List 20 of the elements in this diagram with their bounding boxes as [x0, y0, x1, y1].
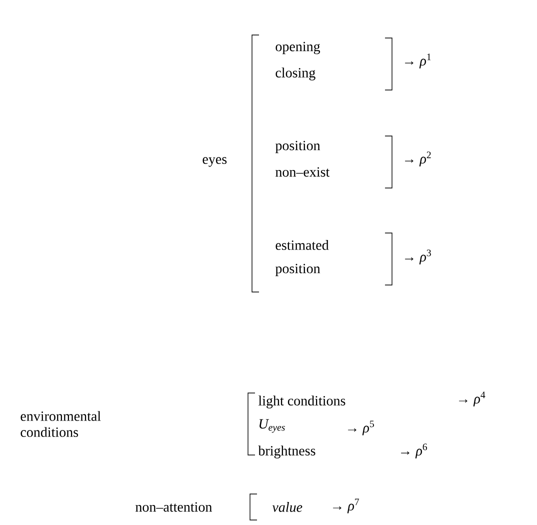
item-label: closing	[276, 68, 316, 80]
mapping-label: → ρ$^{5}$	[348, 420, 374, 436]
item-label: value	[272, 502, 302, 512]
mapping-label: → ρ$^{6}$	[401, 444, 428, 458]
item-label: opening	[276, 42, 320, 54]
category-label: environmental conditions	[20, 411, 101, 437]
mapping-label: → ρ$^{1}$	[405, 54, 431, 68]
mapping-label: → ρ$^{2}$	[405, 152, 431, 166]
item-label: brightness	[258, 446, 316, 458]
category-label: eyes	[202, 157, 227, 167]
mapping-label: → ρ$^{7}$	[333, 498, 360, 514]
item-label: position	[275, 264, 320, 276]
mapping-label: → ρ$^{4}$	[459, 392, 486, 406]
item-label: light conditions	[258, 396, 346, 408]
item-label: estimated	[276, 240, 329, 250]
item-label: non–exist	[276, 167, 330, 177]
item-label: position	[275, 140, 320, 154]
category-label: non–attention	[136, 502, 212, 512]
mapping-label: → ρ$^{3}$	[405, 250, 431, 264]
item-label: U$_{eyes}$	[260, 419, 285, 433]
